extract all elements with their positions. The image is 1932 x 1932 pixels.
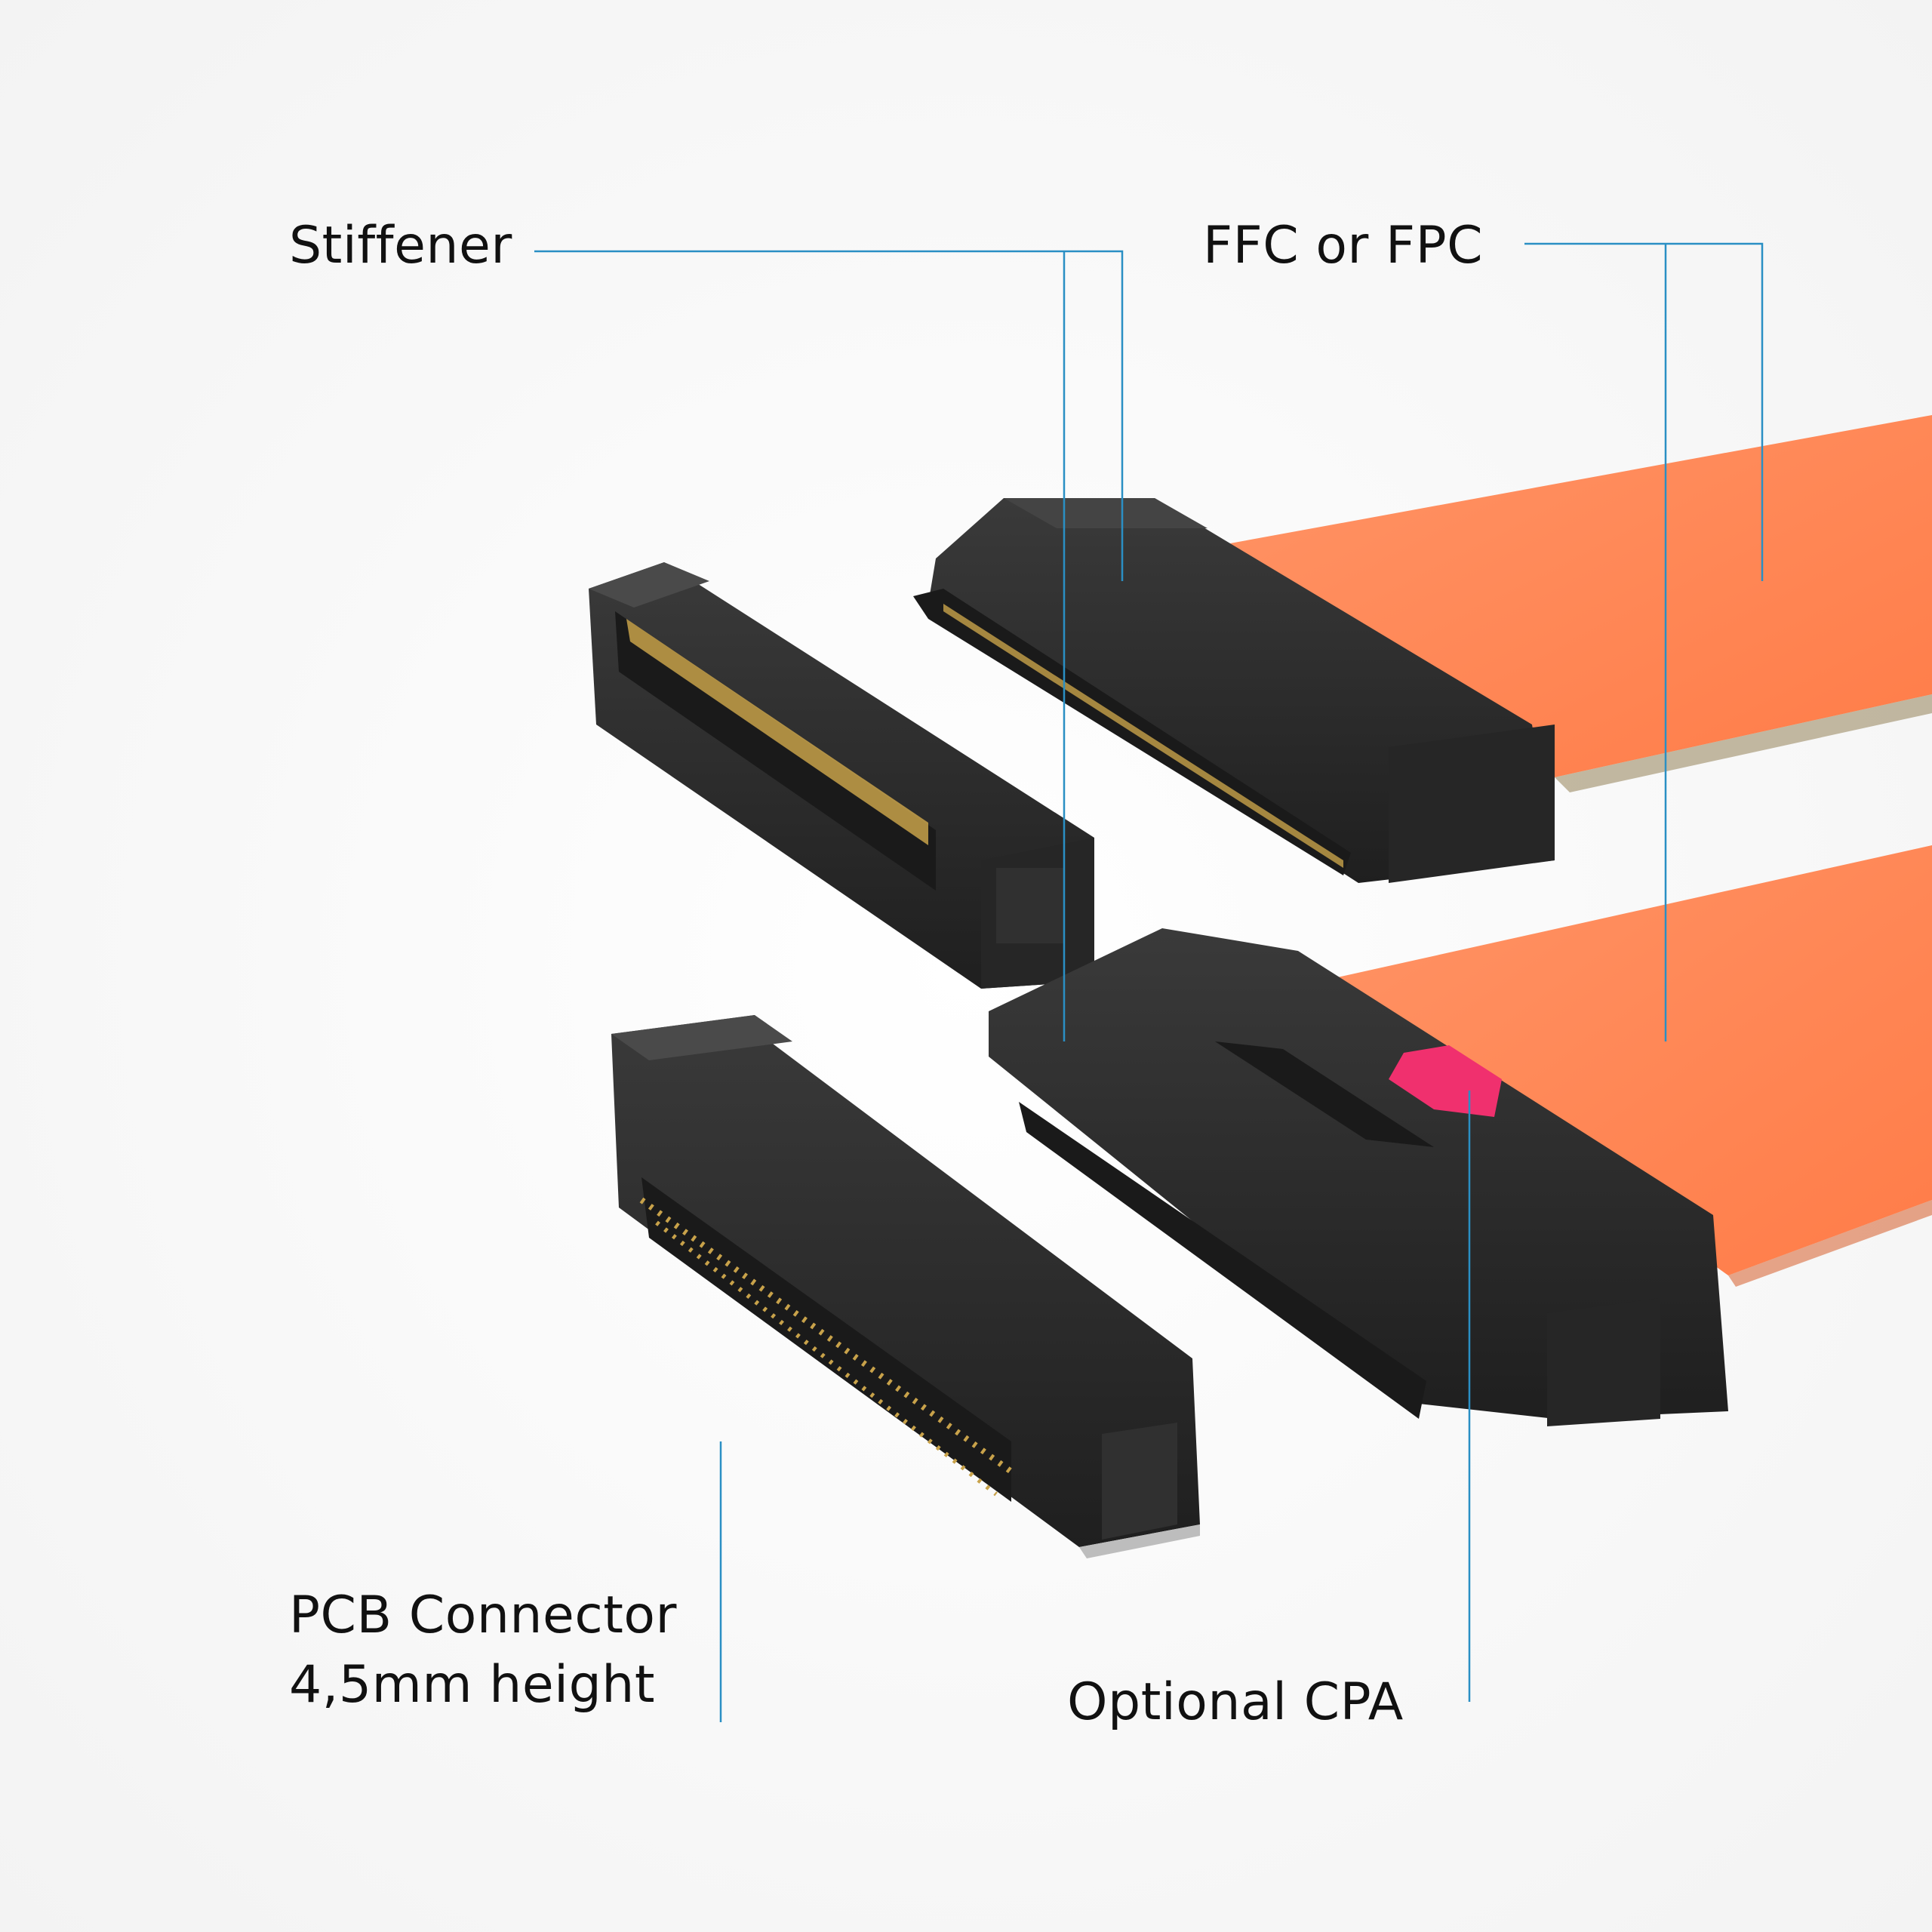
ffc-or-fpc-label: FFC or FPC bbox=[1203, 216, 1484, 275]
ffc-cable-upper-edge bbox=[1555, 694, 1932, 792]
ffc-plug-lower bbox=[989, 928, 1728, 1426]
pcb-connector-lower bbox=[611, 1015, 1200, 1558]
ffc-cable-upper bbox=[1230, 415, 1932, 777]
optional-cpa-label: Optional CPA bbox=[1067, 1672, 1404, 1732]
ffc-leader-upper bbox=[1524, 242, 1764, 581]
pcb-connector-label: PCB Connector 4,5mm height bbox=[289, 1581, 677, 1720]
stiffener-leader-upper bbox=[534, 250, 1124, 581]
pcb-connector-label-line1: PCB Connector bbox=[289, 1586, 677, 1645]
stiffener-label: Stiffener bbox=[289, 216, 512, 275]
pcb-connector-label-line2: 4,5mm height bbox=[289, 1655, 655, 1715]
ffc-cable-lower-edge bbox=[1728, 1200, 1932, 1287]
ffc-cable-lower bbox=[1321, 845, 1932, 1275]
ffc-plug-upper bbox=[913, 498, 1555, 883]
pcb-header-upper bbox=[589, 562, 1094, 989]
cpa-latch bbox=[1389, 1045, 1502, 1117]
